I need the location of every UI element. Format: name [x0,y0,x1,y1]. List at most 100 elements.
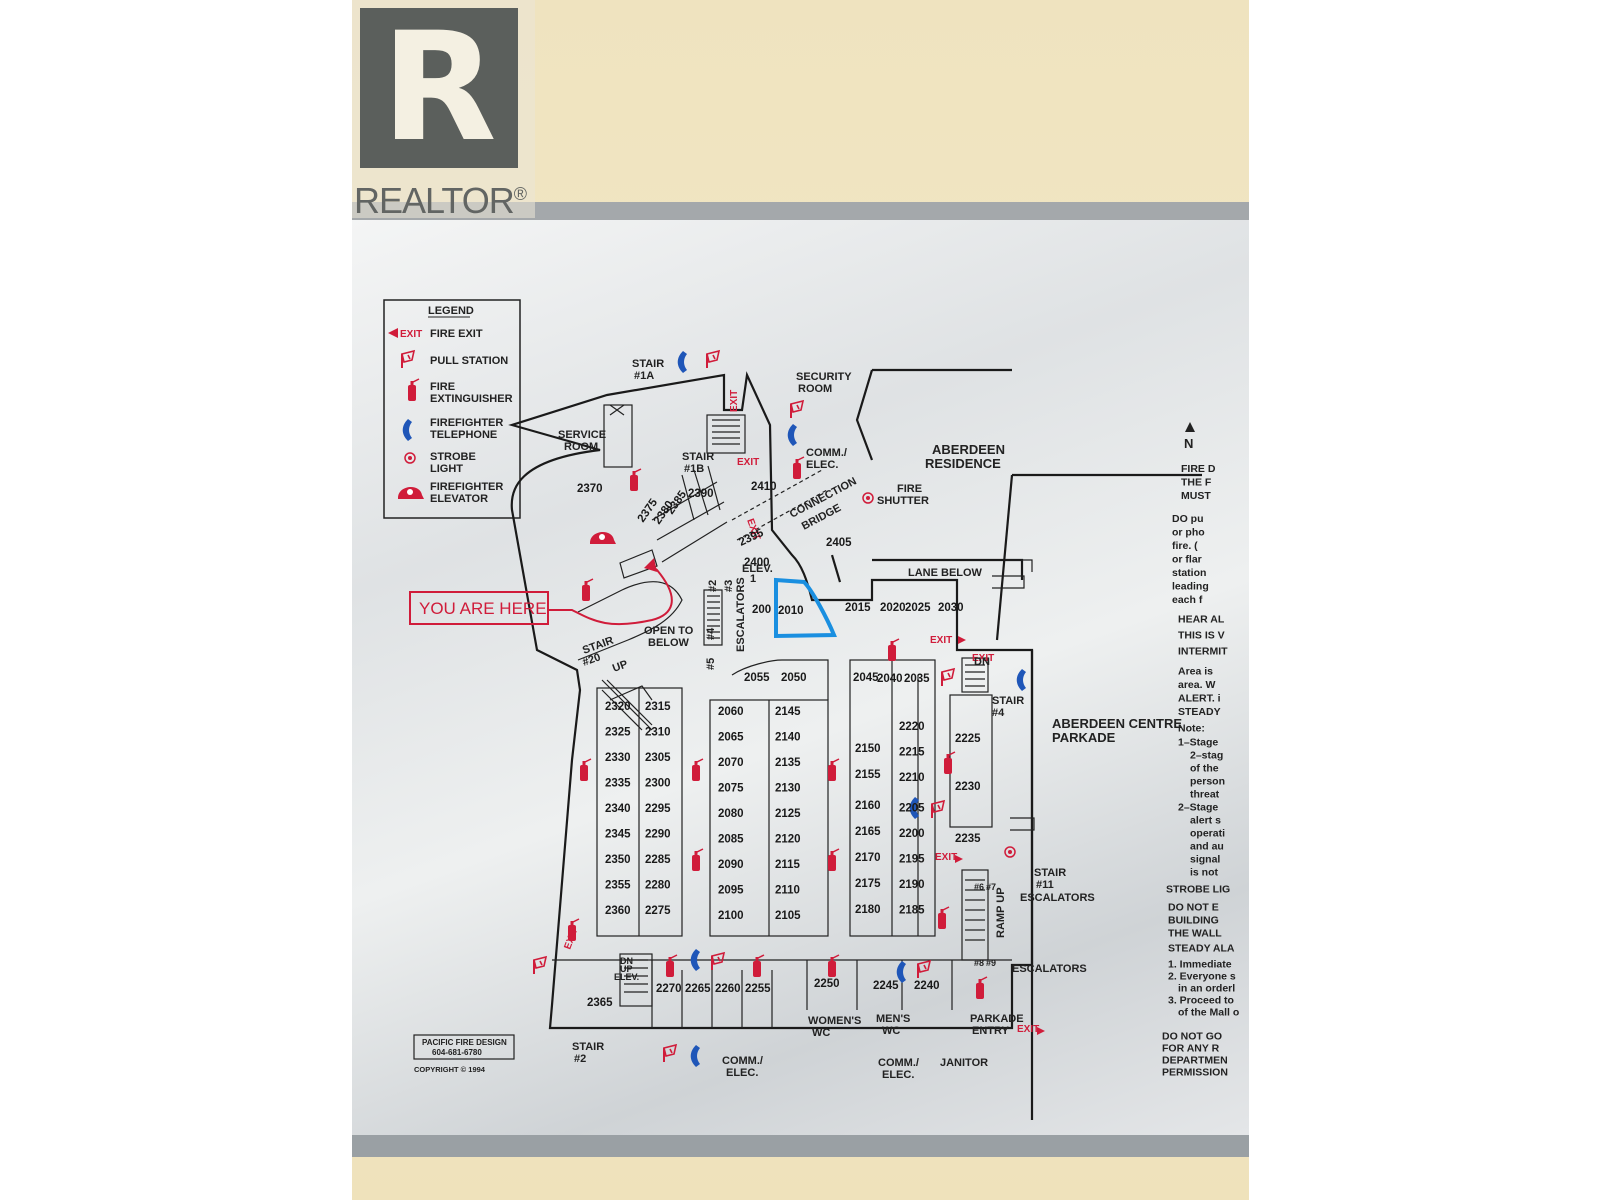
fire-shutter-label-2: SHUTTER [877,495,929,507]
room-number: 2320 [605,701,631,713]
exit-label-parkade: EXIT [1017,1024,1039,1035]
pull-station-icon [790,400,804,419]
esc-num-5: #5 [705,658,717,670]
room-number: 2395 [737,527,766,549]
notice-note: Note: [1178,723,1205,735]
room-number: 2335 [605,778,631,790]
notice-note-line: alert s [1190,815,1221,827]
credits-block: PACIFIC FIRE DESIGN 604-681-6780 COPYRIG… [413,1034,515,1074]
exit-arrow-icon [958,636,966,644]
room-number: 2015 [845,602,871,614]
comm-elec-bottom-right: COMM./ [878,1057,919,1069]
room-number: 2055 [744,672,770,684]
aberdeen-parkade-label: ABERDEEN CENTRE [1052,716,1182,731]
firefighter-telephone-icon [677,351,687,373]
escalators-label-2: ESCALATORS [1012,963,1087,975]
exit-label-lane: EXIT [930,635,952,646]
room-number: 2295 [645,803,671,815]
notice-strobe: STROBE LIG [1166,884,1230,896]
elev-1-num: 1 [750,573,756,585]
legend: LEGEND EXIT FIRE EXIT PULL STATION FIRE … [383,299,521,519]
room-number: 2195 [899,854,925,866]
fire-extinguisher-icon [792,456,805,480]
notice-line: FIRE D [1181,463,1216,475]
fire-extinguisher-icon [937,906,950,930]
room-number: 2045 [853,672,879,684]
esc-num-6: #6 [974,882,984,892]
room-number: 2270 [656,983,682,995]
credits-company: PACIFIC FIRE DESIGN [422,1038,507,1047]
exit-arrow-icon [955,855,963,863]
stair-2-num: #2 [574,1053,586,1065]
stair-2-dn: DN [620,956,633,966]
room-number: 2050 [781,672,807,684]
room-number: 2115 [775,859,801,871]
legend-firefighter-2: FIREFIGHTER [430,481,503,493]
security-room-label: SECURITY [796,371,852,383]
room-number: 2370 [577,483,603,495]
fire-extinguisher-icon [887,638,900,662]
realtor-logo-box: R [360,8,518,168]
room-number: 2230 [955,781,981,793]
room-number: 2400 [744,557,770,569]
legend-firefighter: FIREFIGHTER [430,417,503,429]
service-room-label-2: ROOM [564,441,598,453]
ramp-up-label: RAMP UP [995,887,1007,938]
notice-note-line: 2–stag [1190,750,1223,762]
fire-extinguisher-icon [665,954,678,978]
room-number: 2140 [775,732,801,744]
open-to-below-label: OPEN TO [644,625,694,637]
legend-extinguisher: EXTINGUISHER [430,393,513,405]
escalators-label-1: ESCALATORS [1020,892,1095,904]
notice-line: or pho [1172,527,1205,539]
notice-note-line: operati [1190,828,1225,840]
realtor-logo-letter: R [381,1,497,175]
firefighter-telephone-icon [1016,669,1026,691]
elev-bottom-label: ELEV. [614,972,639,982]
room-number: 2260 [715,983,741,995]
room-number: 2215 [899,747,925,759]
notice-line: or flar [1172,554,1202,566]
stair-2-up: UP [620,964,633,974]
room-number: 2105 [775,910,801,922]
room-number: 2145 [775,706,801,718]
fire-extinguisher-icon [629,468,642,492]
stair-4-dn: DN [974,656,990,668]
fire-extinguisher-icon [975,976,988,1000]
exit-label-stair11: EXIT [935,852,957,863]
exit-label-stair1a: EXIT [729,390,740,412]
parkade-entry-label: PARKADE [970,1013,1024,1025]
notice-area: area. W [1178,679,1215,691]
north-arrow: N [1184,422,1195,451]
lane-below-label: LANE BELOW [908,567,983,579]
room-number: 2250 [814,978,840,990]
notice-hear: HEAR AL [1178,614,1225,626]
esc-num-9: #9 [986,958,996,968]
notice-note-line: person [1190,776,1225,788]
room-number: 2155 [855,769,881,781]
room-number: 2170 [855,852,881,864]
notice-step: 1. Immediate [1168,959,1232,971]
room-number: 2390 [688,488,714,500]
notice-area: Area is [1178,666,1213,678]
notice-step: in an orderl [1178,983,1235,995]
room-number: 2355 [605,880,631,892]
legend-telephone: TELEPHONE [430,429,497,441]
security-room-label-2: ROOM [798,383,832,395]
exit-arrow-icon [388,328,398,338]
room-number: 2205 [899,803,925,815]
room-number: 2110 [775,885,800,897]
room-number: 2075 [718,783,744,795]
room-number: 2180 [855,904,881,916]
notice-do-not: THE WALL [1168,928,1222,940]
room-number: 2070 [718,757,744,769]
aberdeen-parkade-label-2: PARKADE [1052,730,1116,745]
notice-note-line: is not [1190,867,1219,879]
legend-fire: FIRE [430,381,455,393]
room-number: 2410 [751,481,777,493]
legend-exit-tag: EXIT [400,329,422,340]
fire-extinguisher-icon [827,848,840,872]
room-number: 2240 [914,980,940,992]
